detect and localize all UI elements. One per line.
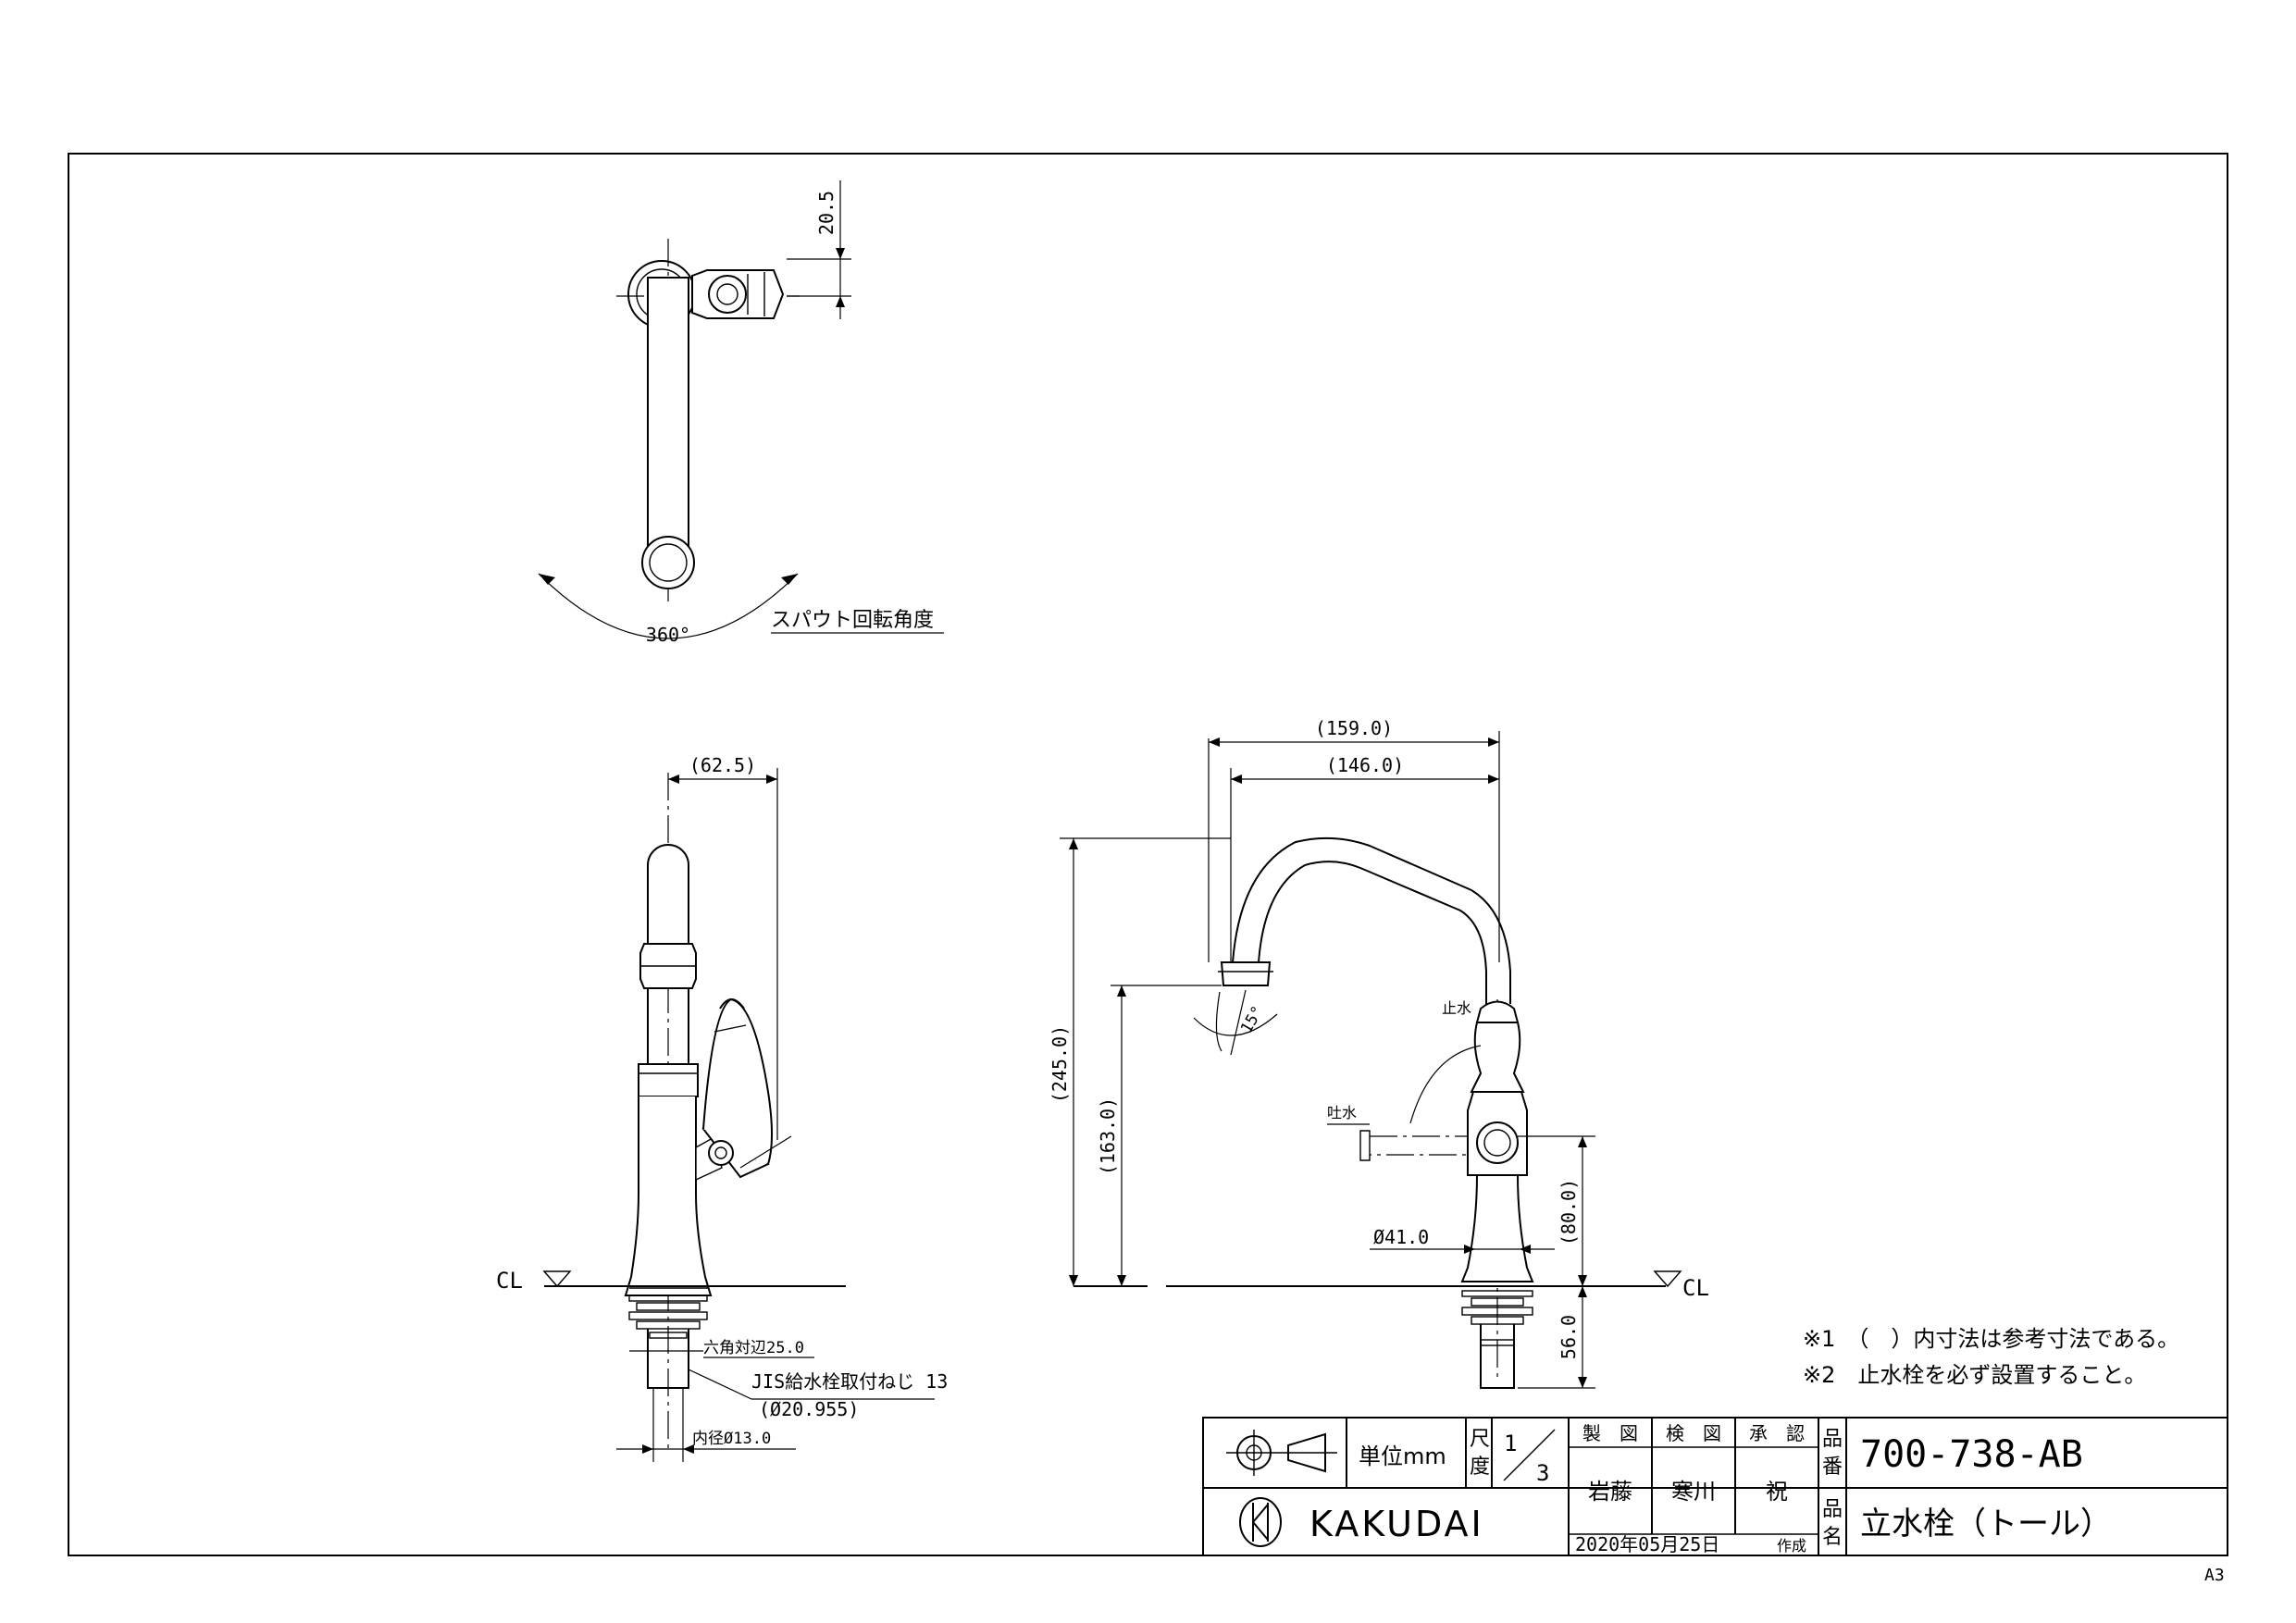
side-dim-depth: (62.5) <box>689 754 756 776</box>
name-check: 寒川 <box>1671 1479 1716 1505</box>
front-dim-height-total: (245.0) <box>1049 1025 1071 1103</box>
top-handle-knob <box>708 275 747 314</box>
front-spout-outer <box>1232 836 1511 1004</box>
side-thread-label: JIS給水栓取付ねじ 13 <box>751 1370 948 1393</box>
side-view: (62.5) CL 六角対辺25.0 JIS給水栓取付ねじ 13 (Ø20.95… <box>496 754 948 1462</box>
side-inner-dia: 内径Ø13.0 <box>692 1430 771 1448</box>
front-dim-handle-height: (80.0) <box>1558 1179 1580 1245</box>
note-1: ※1 （ ）内寸法は参考寸法である。 <box>1803 1326 2179 1352</box>
scale-numerator: 1 <box>1504 1431 1517 1456</box>
front-dim-height-spout: (163.0) <box>1097 1097 1119 1175</box>
part-name-label-2: 名 <box>1822 1526 1843 1549</box>
side-hex-label: 六角対辺25.0 <box>703 1339 804 1357</box>
part-name-label-1: 品 <box>1822 1498 1843 1521</box>
part-name: 立水栓（トール） <box>1860 1505 2112 1542</box>
side-cl-label: CL <box>496 1268 523 1294</box>
side-handle-pivot <box>708 1140 734 1166</box>
front-dim-reach-outer: (159.0) <box>1315 717 1393 739</box>
front-spout-nozzle <box>1220 961 1272 986</box>
front-label-flow: 吐水 <box>1327 1104 1357 1121</box>
projection-symbol-icon <box>1226 1430 1337 1476</box>
front-dim-reach-inner: (146.0) <box>1326 754 1404 776</box>
col-approve: 承 認 <box>1749 1422 1805 1444</box>
scale-label-1: 尺 <box>1470 1428 1490 1451</box>
scale-label-2: 度 <box>1470 1456 1490 1479</box>
part-no: 700-738-AB <box>1860 1433 2083 1476</box>
part-no-label-1: 品 <box>1822 1428 1843 1451</box>
title-block: 単位mm 尺 度 1 3 製 図 検 図 承 認 岩藤 寒川 祝 品 番 700… <box>1202 1417 2228 1556</box>
front-body <box>1460 1174 1534 1282</box>
side-thread-dia: (Ø20.955) <box>759 1398 859 1420</box>
part-no-label-2: 番 <box>1822 1456 1843 1479</box>
created-date: 2020年05月25日 <box>1575 1533 1719 1555</box>
side-spout-tip <box>647 844 689 945</box>
brand-name: KAKUDAI <box>1309 1504 1484 1544</box>
sheet-size: A3 <box>2204 1566 2225 1585</box>
side-handle-lever <box>702 997 773 1165</box>
front-dim-body-dia: Ø41.0 <box>1373 1226 1429 1248</box>
name-design: 岩藤 <box>1588 1479 1632 1505</box>
front-valve-knob <box>1476 1121 1519 1164</box>
front-dim-shank: 56.0 <box>1558 1315 1580 1359</box>
kakudai-logo-icon <box>1239 1497 1282 1547</box>
top-rotation-angle: 360° <box>646 624 690 646</box>
top-rotation-label: スパウト回転角度 <box>771 609 934 632</box>
front-cl-label: CL <box>1682 1275 1709 1301</box>
notes: ※1 （ ）内寸法は参考寸法である。 ※2 止水栓を必ず設置すること。 <box>1803 1326 2179 1388</box>
col-check: 検 図 <box>1666 1422 1721 1444</box>
side-collar <box>638 1063 699 1097</box>
top-view: 20.5 360° スパウト回転角度 <box>538 180 944 646</box>
front-spout-inner <box>1258 861 1487 1004</box>
front-handle-lever <box>1470 1022 1525 1093</box>
scale-denominator: 3 <box>1536 1460 1549 1486</box>
col-design: 製 図 <box>1582 1422 1638 1444</box>
note-2: ※2 止水栓を必ず設置すること。 <box>1803 1362 2146 1388</box>
top-dim-width: 20.5 <box>815 191 838 235</box>
unit-label: 単位mm <box>1359 1443 1446 1469</box>
sheet-border <box>68 153 2228 1556</box>
top-rotation-arc <box>538 573 799 639</box>
name-approve: 祝 <box>1766 1479 1788 1505</box>
created-label: 作成 <box>1777 1537 1806 1555</box>
front-shank <box>1480 1324 1515 1389</box>
side-body <box>624 1096 713 1296</box>
front-view: 止水 吐水 15° (159.0) (146.0) (245.0) (163.0… <box>1049 717 1709 1389</box>
front-label-stop: 止水 <box>1442 999 1471 1017</box>
